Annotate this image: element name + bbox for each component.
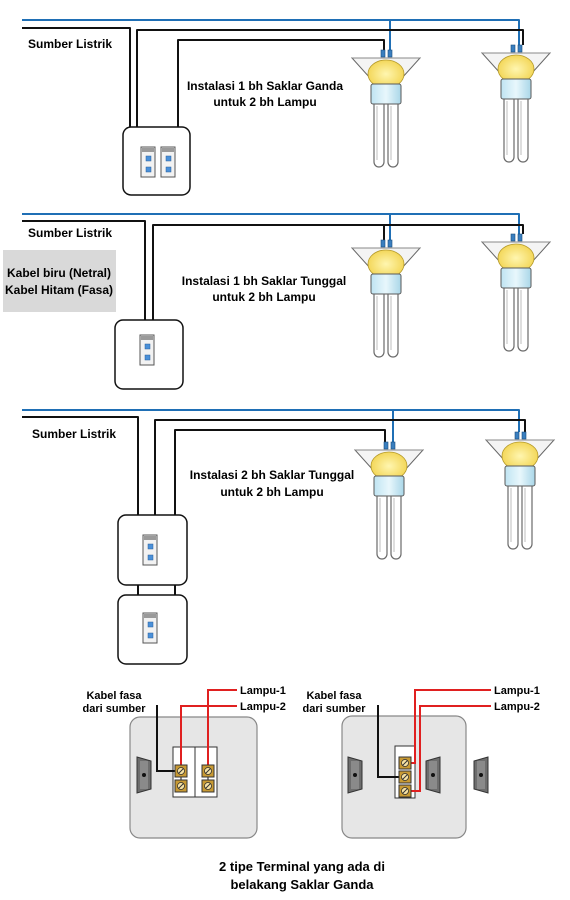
terminal-left [129,689,489,839]
terminal-left-fasa-line1: Kabel fasa [86,690,142,702]
phase-lamp2-wire-3 [157,429,386,625]
terminal-left-lamp2: Lampu-2 [240,701,286,713]
title-1-line1: Instalasi 1 bh Saklar Ganda [187,79,343,93]
neutral-wire-2 [22,213,520,240]
phase-black-wire-left [156,705,181,772]
title-1-line2: untuk 2 bh Lampu [213,95,316,109]
neutral-wire-1 [22,19,520,50]
terminal-right [341,689,491,839]
terminal-left-fasa-line2: dari sumber [83,703,147,715]
caption-line1: 2 tipe Terminal yang ada di [219,859,385,874]
source-label-1: Sumber Listrik [28,37,112,51]
legend-box [3,250,116,312]
lamp1-red-wire-left [207,689,237,771]
terminal-right-lamp1: Lampu-1 [494,685,540,697]
legend-line1: Kabel biru (Netral) [7,266,111,280]
title-3-line2: untuk 2 bh Lampu [220,485,323,499]
lamp2-red-wire-right [405,705,491,792]
terminal-left-lamp1: Lampu-1 [240,685,286,697]
terminal-right-fasa-line2: dari sumber [303,703,367,715]
phase-lamp2-wire-1 [177,39,385,160]
phase-source-wire-2 [22,220,146,340]
terminal-right-fasa-line1: Kabel fasa [306,690,362,702]
caption-line2: belakang Saklar Ganda [230,877,374,892]
title-3-line1: Instalasi 2 bh Saklar Tunggal [190,468,355,482]
title-2-line2: untuk 2 bh Lampu [212,290,315,304]
legend-line2: Kabel Hitam (Fasa) [5,283,113,297]
neutral-wire-3 [22,409,520,442]
title-2-line1: Instalasi 1 bh Saklar Tunggal [182,274,347,288]
phase-lamp-wire-2 [152,224,524,355]
source-label-2: Sumber Listrik [28,226,112,240]
terminal-right-lamp2: Lampu-2 [494,701,540,713]
section-2-diagram [22,213,551,390]
lamp2-red-wire-left [180,705,237,771]
phase-black-wire-right [377,705,405,778]
source-label-3: Sumber Listrik [32,427,116,441]
switch-box-1 [122,126,191,196]
section-1-diagram [22,19,551,196]
phase-lamp1-wire-1 [136,29,524,148]
section-3-diagram [22,409,555,665]
phase-lamp1-wire-3 [154,419,526,540]
